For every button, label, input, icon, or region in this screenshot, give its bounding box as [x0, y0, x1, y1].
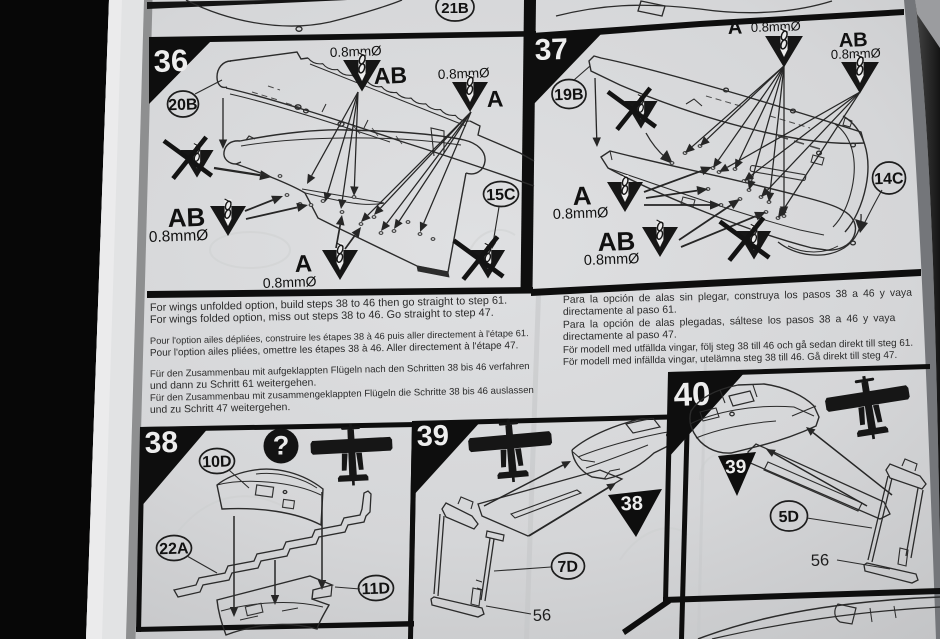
svg-text:A: A [294, 250, 312, 278]
svg-text:19B: 19B [554, 86, 584, 104]
svg-text:0.8mmØ: 0.8mmØ [149, 227, 209, 246]
svg-text:A: A [486, 85, 504, 112]
svg-text:39: 39 [416, 420, 449, 453]
svg-text:56: 56 [533, 606, 552, 625]
svg-text:39: 39 [725, 457, 747, 479]
svg-text:und zu Schritt 47 weitergehen.: und zu Schritt 47 weitergehen. [150, 402, 291, 416]
svg-text:36: 36 [153, 43, 189, 79]
svg-text:40: 40 [673, 375, 711, 413]
svg-text:AB: AB [838, 29, 868, 52]
svg-text:A: A [572, 180, 592, 211]
svg-text:38: 38 [620, 493, 643, 516]
svg-text:AB: AB [167, 202, 206, 233]
svg-text:?: ? [273, 431, 290, 461]
svg-text:0.8mmØ: 0.8mmØ [553, 205, 609, 223]
svg-text:0.8mmØ: 0.8mmØ [751, 18, 801, 35]
svg-text:5D: 5D [778, 508, 799, 526]
svg-text:0.8mmØ: 0.8mmØ [330, 43, 383, 60]
svg-text:21B: 21B [441, 0, 469, 17]
svg-text:38: 38 [144, 426, 179, 460]
svg-text:14C: 14C [874, 170, 904, 188]
svg-text:22A: 22A [159, 540, 189, 558]
svg-text:0.8mmØ: 0.8mmØ [831, 45, 881, 62]
svg-text:A: A [727, 17, 742, 39]
svg-text:7D: 7D [557, 558, 578, 576]
svg-text:56: 56 [811, 551, 830, 570]
svg-text:11D: 11D [361, 580, 390, 598]
svg-text:0.8mmØ: 0.8mmØ [263, 273, 317, 291]
svg-text:und dann zu Schritt 61 weiterg: und dann zu Schritt 61 weitergehen. [150, 378, 317, 392]
svg-text:37: 37 [534, 33, 569, 67]
svg-text:AB: AB [597, 226, 636, 257]
svg-text:15C: 15C [486, 186, 516, 204]
svg-text:AB: AB [373, 62, 407, 89]
svg-text:20B: 20B [168, 96, 198, 114]
svg-text:directamente al paso 47.: directamente al paso 47. [563, 330, 677, 343]
svg-text:10D: 10D [202, 453, 232, 471]
svg-text:directamente al paso 61.: directamente al paso 61. [563, 305, 677, 318]
svg-text:0.8mmØ: 0.8mmØ [438, 65, 491, 82]
svg-text:0.8mmØ: 0.8mmØ [584, 251, 640, 269]
